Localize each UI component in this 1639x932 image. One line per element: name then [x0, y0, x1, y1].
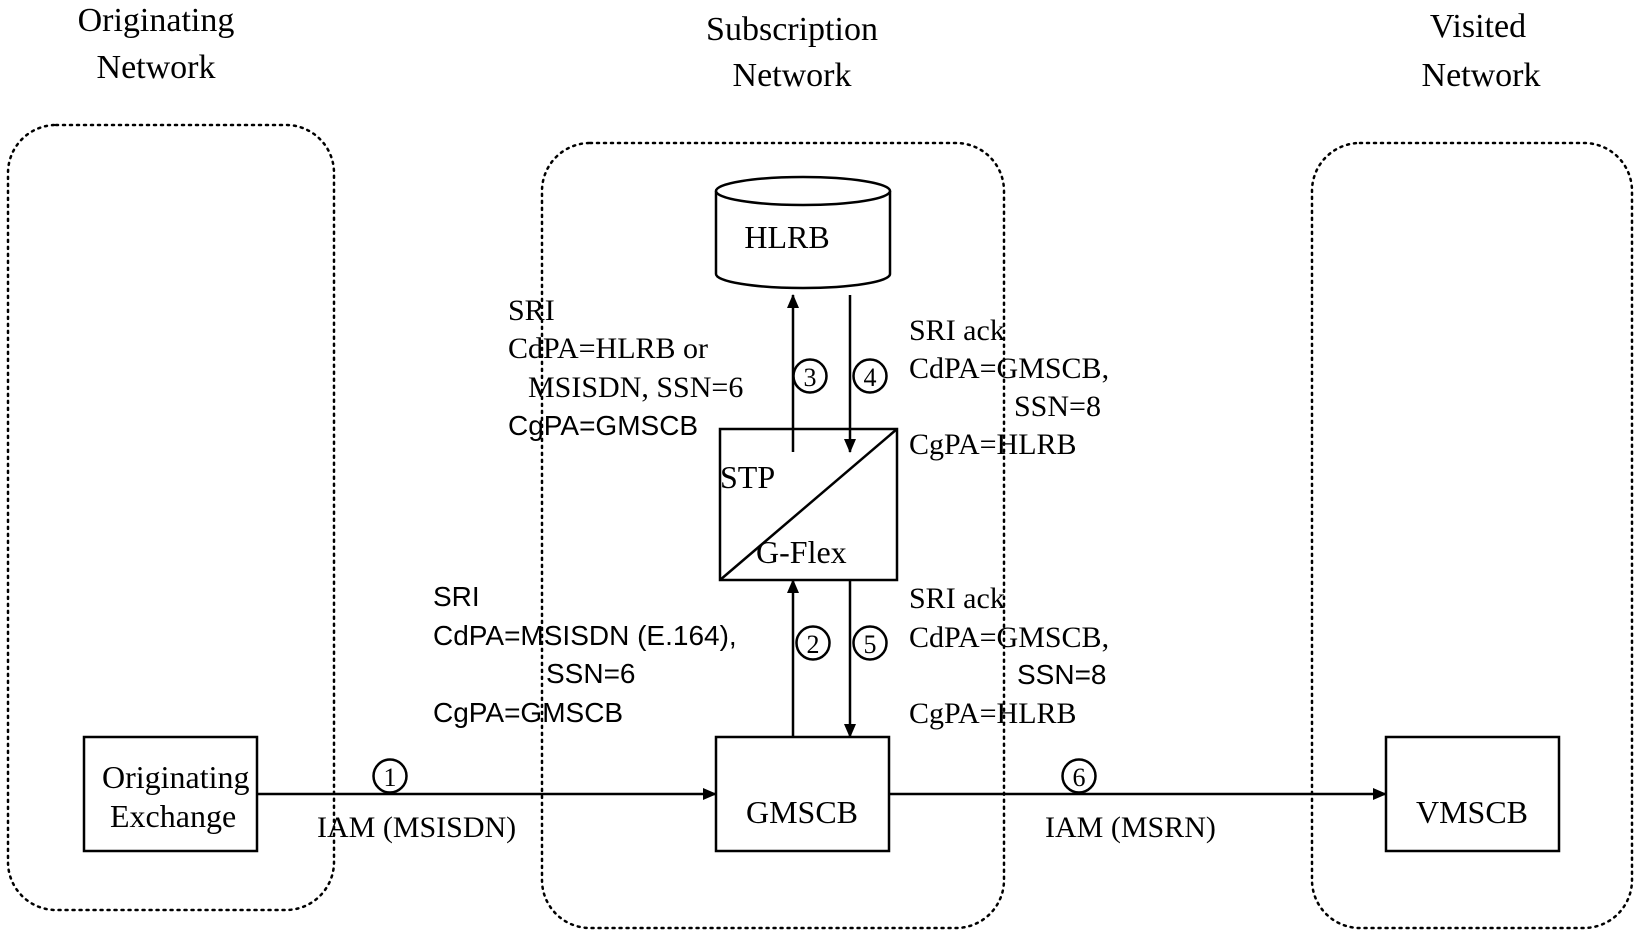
step-marker-2: 2 [795, 625, 831, 661]
step5-message-block: SRI ack CdPA=GMSCB, SSN=8 CgPA=HLRB [909, 582, 1109, 730]
step6-message: IAM (MSRN) [1045, 811, 1216, 844]
subscription-network-title-line1: Subscription [706, 11, 878, 48]
step2-line1: SRI [433, 581, 480, 612]
step-marker-5: 5 [852, 625, 888, 661]
step3-line3: MSISDN, SSN=6 [528, 371, 743, 404]
step3-message-block: SRI CdPA=HLRB or MSISDN, SSN=6 CgPA=GMSC… [508, 294, 743, 441]
originating-network-region [6, 123, 336, 912]
originating-network-title-line1: Originating [78, 2, 235, 39]
step-number: 2 [807, 630, 820, 659]
step-number: 1 [384, 763, 397, 792]
step4-line1: SRI ack [909, 314, 1005, 347]
step-marker-6: 6 [1061, 758, 1097, 794]
gmscb-box: GMSCB [714, 735, 891, 853]
hlrb-database: HLRB [714, 175, 892, 290]
step4-message-block: SRI ack CdPA=GMSCB, SSN=8 CgPA=HLRB [909, 314, 1109, 461]
gflex-label: G-Flex [756, 534, 847, 570]
stp-gflex-box: STP G-Flex [718, 427, 899, 582]
stp-label: STP [720, 459, 775, 495]
step2-line2: CdPA=MSISDN (E.164), [433, 620, 737, 651]
step5-line4: CgPA=HLRB [909, 697, 1077, 730]
step-number: 5 [864, 630, 877, 659]
step2-line4: CgPA=GMSCB [433, 697, 623, 728]
originating-exchange-label-line1: Originating [102, 759, 250, 795]
step5-line2: CdPA=GMSCB, [909, 621, 1109, 654]
subscription-network-title-line2: Network [733, 57, 852, 94]
step3-line2: CdPA=HLRB or [508, 332, 708, 365]
step3-line1: SRI [508, 294, 555, 327]
step2-message-block: SRI CdPA=MSISDN (E.164), SSN=6 CgPA=GMSC… [433, 581, 737, 728]
step5-line3: SSN=8 [1017, 659, 1107, 690]
gmscb-label: GMSCB [746, 794, 858, 830]
step-marker-4: 4 [852, 358, 888, 394]
step-number: 6 [1073, 763, 1086, 792]
originating-network-title-line2: Network [97, 49, 216, 86]
subscription-network-region [540, 141, 1006, 930]
step4-line4: CgPA=HLRB [909, 428, 1077, 461]
step-number: 3 [804, 363, 817, 392]
vmscb-box: VMSCB [1384, 735, 1561, 853]
visited-network-title-line1: Visited [1430, 8, 1526, 45]
step-marker-1: 1 [372, 758, 408, 794]
originating-exchange-label-line2: Exchange [110, 798, 236, 834]
step-number: 4 [864, 363, 877, 392]
step5-line1: SRI ack [909, 582, 1005, 615]
hlrb-label: HLRB [744, 219, 829, 255]
step-marker-3: 3 [792, 358, 828, 394]
step1-message: IAM (MSISDN) [317, 811, 516, 844]
step3-line4: CgPA=GMSCB [508, 410, 698, 441]
visited-network-title-line2: Network [1422, 57, 1541, 94]
vmscb-label: VMSCB [1416, 794, 1528, 830]
visited-network-region [1310, 141, 1634, 930]
originating-exchange-box: Originating Exchange [82, 735, 259, 853]
step4-line2: CdPA=GMSCB, [909, 352, 1109, 385]
step2-line3: SSN=6 [546, 658, 636, 689]
step4-line3: SSN=8 [1014, 390, 1101, 423]
